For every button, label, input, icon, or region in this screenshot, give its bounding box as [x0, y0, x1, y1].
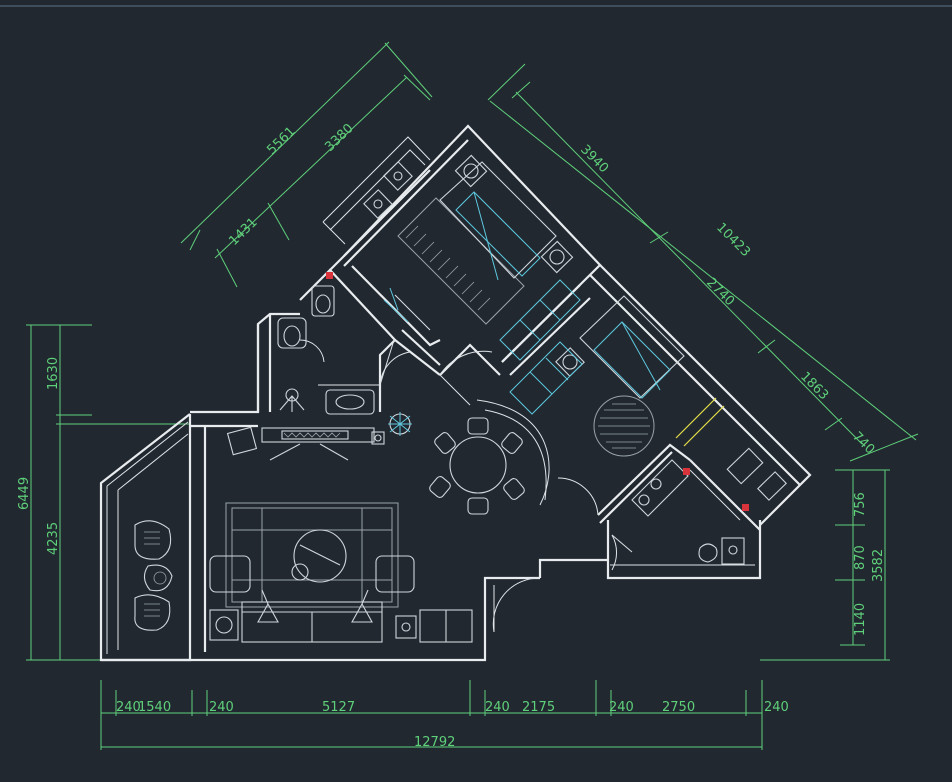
- dining-furniture: [429, 417, 525, 515]
- dim-2740: 2740: [703, 275, 737, 309]
- master-bedroom-furniture: [383, 154, 581, 361]
- second-bedroom-furniture: [509, 295, 725, 457]
- dim-bottom-1540: 1540: [138, 700, 171, 715]
- dim-740: 740: [849, 429, 877, 457]
- dim-756: 756: [853, 492, 868, 517]
- dim-bottom-total: 12792: [414, 735, 455, 750]
- living-room-furniture: [134, 412, 473, 643]
- dim-4235: 4235: [46, 522, 61, 555]
- bathroom-fixtures: [277, 272, 375, 415]
- dim-bottom-240-b: 240: [209, 700, 234, 715]
- dim-bottom-240-e: 240: [764, 700, 789, 715]
- dim-bottom-2175: 2175: [522, 700, 555, 715]
- dim-3582: 3582: [871, 549, 886, 582]
- dim-bottom-2750: 2750: [662, 700, 695, 715]
- walls: [99, 124, 812, 662]
- dim-bottom-5127: 5127: [322, 700, 355, 715]
- dim-5561: 5561: [264, 124, 298, 158]
- dim-bottom-240-a: 240: [116, 700, 141, 715]
- dim-870: 870: [853, 545, 868, 570]
- dim-1863: 1863: [797, 369, 831, 403]
- dimension-labels: 5561 3380 1431 3940 10423 2740 1863 740 …: [17, 121, 886, 750]
- doors: [299, 339, 633, 633]
- dim-1140: 1140: [853, 603, 868, 636]
- dimension-lines: [26, 41, 919, 750]
- kitchen-furniture: [631, 447, 787, 565]
- top-balcony-furniture: [363, 161, 413, 219]
- dim-6449: 6449: [17, 477, 32, 510]
- dim-bottom-240-d: 240: [609, 700, 634, 715]
- dim-1630: 1630: [46, 357, 61, 390]
- dim-10423: 10423: [713, 220, 753, 260]
- dim-3380: 3380: [322, 121, 356, 155]
- dim-bottom-240-c: 240: [485, 700, 510, 715]
